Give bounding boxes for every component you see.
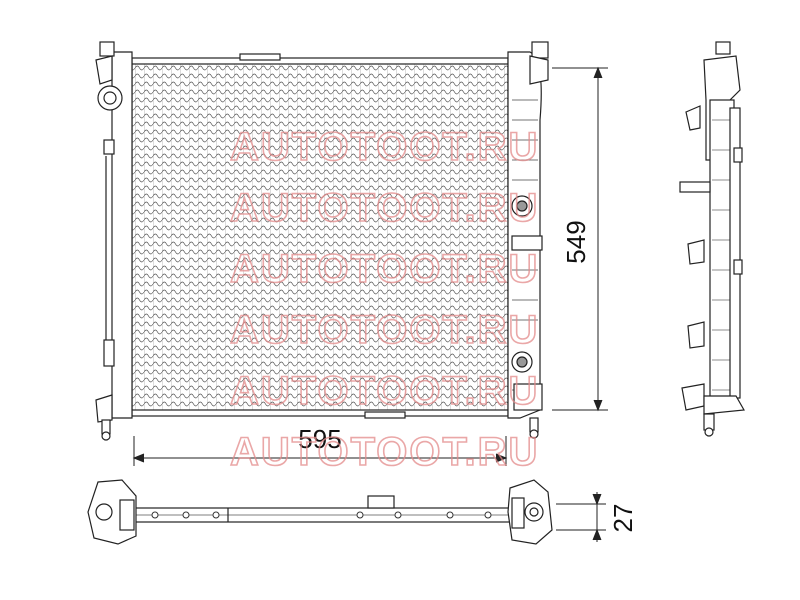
front-view bbox=[95, 41, 549, 441]
height-dimension bbox=[552, 66, 608, 412]
watermark-text: AUTOTOOT.RU bbox=[230, 430, 539, 474]
watermark-text: AUTOTOOT.RU bbox=[230, 125, 539, 169]
side-view bbox=[679, 41, 745, 437]
radiator-core bbox=[131, 61, 509, 413]
bottom-view bbox=[87, 479, 553, 545]
height-label: 549 bbox=[561, 220, 591, 263]
left-tank bbox=[111, 51, 133, 419]
width-label: 595 bbox=[298, 424, 341, 454]
watermark-layer: AUTOTOOT.RU AUTOTOOT.RU AUTOTOOT.RU AUTOTOO… bbox=[229, 124, 539, 475]
depth-dimension bbox=[556, 492, 606, 542]
width-dimension bbox=[132, 436, 508, 466]
watermark-text: AUTOTOOT.RU bbox=[230, 308, 539, 352]
watermark-text: AUTOTOOT.RU bbox=[230, 369, 539, 413]
depth-label: 27 bbox=[608, 504, 638, 533]
watermark-text: AUTOTOOT.RU bbox=[230, 186, 539, 230]
watermark-text: AUTOTOOT.RU bbox=[230, 247, 539, 291]
